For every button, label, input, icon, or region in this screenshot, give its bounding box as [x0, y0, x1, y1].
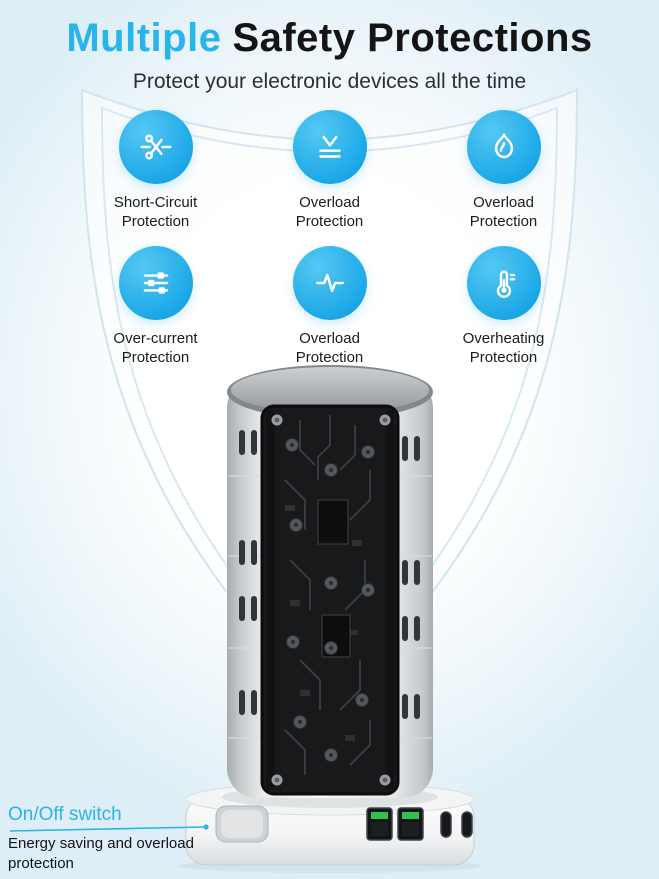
usb-c-ports — [440, 811, 473, 838]
feature-over-current: Over-current Protection — [97, 246, 215, 367]
short-circuit-icon — [118, 110, 193, 184]
feature-label: Over-current Protection — [113, 330, 198, 367]
screw-icons — [271, 414, 391, 786]
feature-overload-wave: Overload Protection — [271, 246, 389, 367]
circuit-board-window — [260, 404, 400, 796]
thermometer-icon — [466, 246, 541, 320]
outlet-slots — [239, 430, 420, 719]
on-off-switch-callout: On/Off switch — [8, 804, 122, 825]
page-subtitle: Protect your electronic devices all the … — [132, 70, 527, 93]
callout-pointer-line — [9, 824, 209, 832]
feature-overheating: Overheating Protection — [445, 246, 563, 367]
feature-short-circuit: Short-Circuit Protection — [97, 110, 215, 231]
feature-label: Overload Protection — [295, 330, 364, 367]
usb-a-ports — [366, 807, 424, 841]
feature-overload-flame: Overload Protection — [445, 110, 563, 231]
feature-label: Short-Circuit Protection — [113, 194, 198, 231]
feature-label: Overload Protection — [295, 194, 364, 231]
features-row-2: Over-current Protection Overload Protect… — [0, 246, 659, 367]
feature-label: Overheating Protection — [462, 330, 545, 367]
voltage-overload-icon — [292, 110, 367, 184]
title-highlight: Multiple — [66, 16, 222, 60]
features-row-1: Short-Circuit Protection Overload Protec… — [0, 110, 659, 231]
surge-wave-icon — [292, 246, 367, 320]
feature-label: Overload Protection — [469, 194, 538, 231]
on-off-switch-button — [215, 805, 269, 843]
over-current-icon — [118, 246, 193, 320]
on-off-switch-description: Energy saving and overload protection — [8, 835, 194, 872]
feature-overload-voltage: Overload Protection — [271, 110, 389, 231]
title-rest: Safety Protections — [232, 16, 593, 60]
flame-overload-icon — [466, 110, 541, 184]
